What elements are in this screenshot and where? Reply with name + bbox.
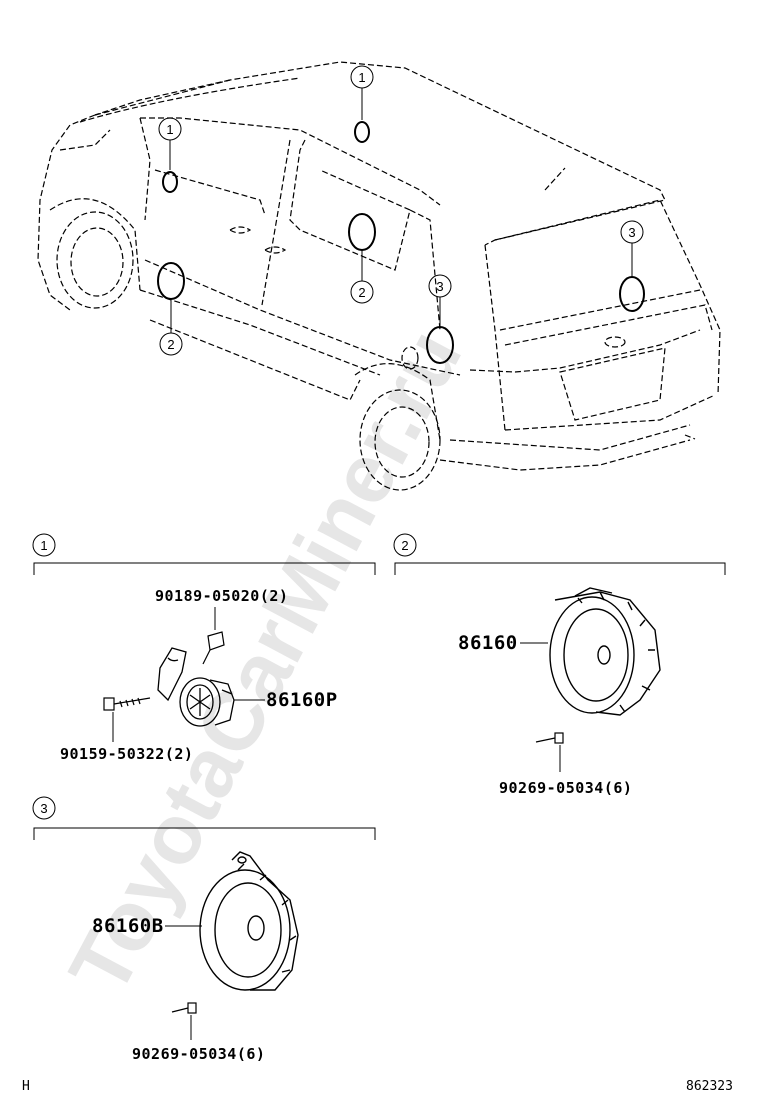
part-number-clip[interactable]: 90189-05020(2) bbox=[155, 587, 288, 605]
callout-label: 1 bbox=[358, 70, 365, 85]
rear-speaker-icon bbox=[199, 851, 299, 991]
speaker-location-front-tweeter bbox=[162, 171, 178, 193]
speaker-location-rear-gate bbox=[619, 276, 645, 312]
screw-icon bbox=[171, 1002, 197, 1014]
section-marker: 1 bbox=[40, 538, 47, 553]
callout-label: 3 bbox=[436, 279, 443, 294]
screw-icon bbox=[103, 697, 151, 711]
speaker-location-rear-door bbox=[348, 213, 376, 251]
part-number-screw[interactable]: 90269-05034(6) bbox=[499, 779, 632, 797]
speaker-location-front-door bbox=[157, 262, 185, 300]
section-marker: 3 bbox=[40, 801, 47, 816]
section-1: 1 90189-05020(2) 86160P 90159-50322(2) bbox=[32, 533, 376, 763]
part-number-screw[interactable]: 90269-05034(6) bbox=[132, 1045, 265, 1063]
door-speaker-icon bbox=[549, 587, 661, 716]
vehicle-callouts bbox=[158, 65, 644, 356]
watermark: ToyotaCarMiner.ru bbox=[51, 315, 479, 1009]
clip-icon bbox=[202, 631, 225, 665]
part-number-rear-speaker[interactable]: 86160B bbox=[92, 915, 164, 937]
callout-label: 2 bbox=[358, 285, 365, 300]
part-number-tweeter[interactable]: 86160P bbox=[266, 689, 338, 711]
part-number-screw[interactable]: 90159-50322(2) bbox=[60, 745, 193, 763]
callout-label: 1 bbox=[166, 122, 173, 137]
callout-label: 2 bbox=[167, 337, 174, 352]
part-number-door-speaker[interactable]: 86160 bbox=[458, 632, 518, 654]
callout-label: 3 bbox=[628, 225, 635, 240]
footer-code: H bbox=[22, 1079, 30, 1094]
section-3: 3 86160B 90269-05034(6) bbox=[32, 796, 376, 1063]
vehicle-illustration bbox=[37, 61, 721, 491]
vehicle-callout-labels: 1 1 2 2 3 3 bbox=[166, 70, 635, 352]
speaker-location-roof bbox=[354, 121, 370, 143]
diagram-number: 862323 bbox=[686, 1079, 733, 1094]
section-2: 2 86160 90269-05034(6) bbox=[393, 533, 726, 797]
screw-icon bbox=[535, 732, 564, 744]
section-marker: 2 bbox=[401, 538, 408, 553]
